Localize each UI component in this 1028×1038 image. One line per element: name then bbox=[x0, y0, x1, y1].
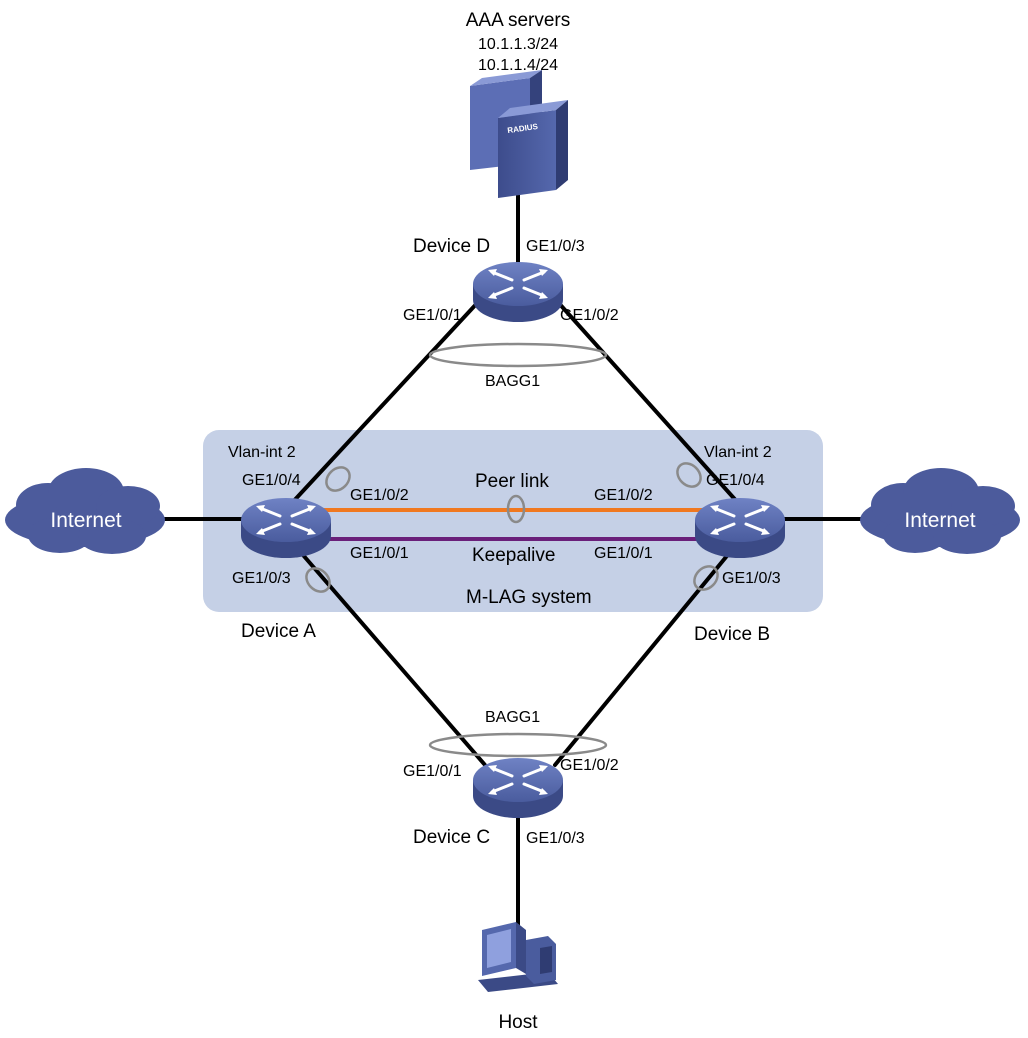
port-d-up: GE1/0/3 bbox=[526, 238, 585, 255]
link-d-b bbox=[554, 298, 742, 507]
aaa-ip-1: 10.1.1.3/24 bbox=[478, 36, 558, 53]
port-a-keep: GE1/0/1 bbox=[350, 545, 409, 562]
bagg1-top-label: BAGG1 bbox=[485, 373, 540, 390]
aaa-ip-2: 10.1.1.4/24 bbox=[478, 57, 558, 74]
device-b-label: Device B bbox=[694, 624, 770, 645]
port-d-right: GE1/0/2 bbox=[560, 307, 619, 324]
port-b-down: GE1/0/3 bbox=[722, 570, 781, 587]
port-b-up: GE1/0/4 bbox=[706, 472, 765, 489]
bagg1-top-ring bbox=[428, 342, 608, 368]
internet-right-label: Internet bbox=[904, 509, 975, 532]
device-a-label: Device A bbox=[241, 621, 316, 642]
port-c-down: GE1/0/3 bbox=[526, 830, 585, 847]
device-c-icon bbox=[471, 756, 565, 820]
link-b-c bbox=[553, 538, 742, 767]
links bbox=[163, 181, 867, 927]
internet-cloud-left: Internet bbox=[5, 468, 165, 554]
port-b-peer: GE1/0/2 bbox=[594, 487, 653, 504]
radius-badge: RADIUS bbox=[507, 122, 539, 135]
port-b-keep: GE1/0/1 bbox=[594, 545, 653, 562]
port-a-up: GE1/0/4 bbox=[242, 472, 301, 489]
device-d-icon bbox=[471, 260, 565, 324]
internet-left-label: Internet bbox=[50, 509, 121, 532]
port-a-down: GE1/0/3 bbox=[232, 570, 291, 587]
aaa-servers-icon: RADIUS bbox=[470, 70, 568, 198]
internet-cloud-right: Internet bbox=[860, 468, 1020, 554]
host-computer-icon bbox=[478, 922, 558, 992]
keepalive-label: Keepalive bbox=[472, 545, 555, 566]
mlag-system-label: M-LAG system bbox=[466, 587, 592, 608]
peer-link-label: Peer link bbox=[475, 471, 549, 492]
peer-link-ring bbox=[506, 494, 526, 524]
device-c-label: Device C bbox=[413, 827, 490, 848]
ring-a-up bbox=[325, 466, 351, 492]
vlan-int-a: Vlan-int 2 bbox=[228, 444, 296, 461]
bagg1-bottom-label: BAGG1 bbox=[485, 709, 540, 726]
vlan-int-b: Vlan-int 2 bbox=[704, 444, 772, 461]
device-a-icon bbox=[239, 496, 333, 560]
link-d-a bbox=[288, 298, 482, 507]
device-d-label: Device D bbox=[413, 236, 490, 257]
ring-a-down bbox=[305, 567, 331, 593]
ring-b-up bbox=[676, 462, 702, 488]
ring-b-down bbox=[693, 565, 719, 591]
aaa-servers-title: AAA servers bbox=[466, 10, 571, 31]
port-a-peer: GE1/0/2 bbox=[350, 487, 409, 504]
aggregation-rings bbox=[305, 342, 719, 758]
port-c-right: GE1/0/2 bbox=[560, 757, 619, 774]
device-b-icon bbox=[693, 496, 787, 560]
link-a-c bbox=[288, 538, 487, 767]
bagg1-bottom-ring bbox=[428, 732, 608, 758]
port-d-left: GE1/0/1 bbox=[403, 307, 462, 324]
host-label: Host bbox=[498, 1012, 538, 1033]
port-c-left: GE1/0/1 bbox=[403, 763, 462, 780]
